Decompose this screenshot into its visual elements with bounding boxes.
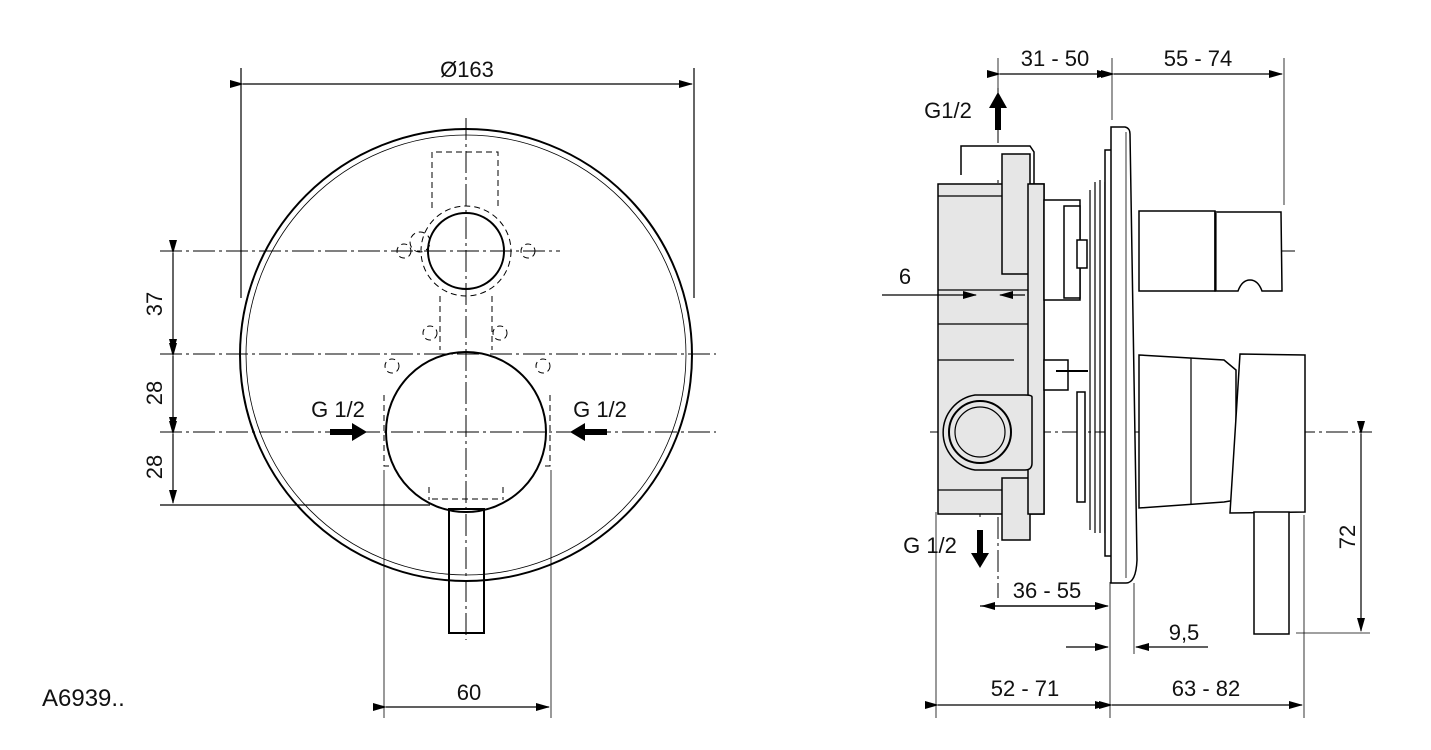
diameter-label: Ø163 xyxy=(440,57,494,82)
dim-63-82-label: 63 - 82 xyxy=(1172,676,1241,701)
outlet-down-arrow-icon xyxy=(971,530,989,568)
inlet-right-arrow-icon xyxy=(570,423,607,441)
rosette-side xyxy=(1110,126,1138,584)
diverter-knob xyxy=(1138,210,1216,292)
offset-37-label: 37 xyxy=(142,292,167,316)
dim-72-label: 72 xyxy=(1335,525,1360,549)
dim-31-50-label: 31 - 50 xyxy=(1021,46,1090,71)
front-view: Ø163 37 28 28 G 1/2 G 1/2 60 xyxy=(142,57,716,718)
side-view: G1/2 31 - 50 55 - 74 6 G 1/2 36 - 55 9,5… xyxy=(882,46,1372,718)
inlet-right-label: G 1/2 xyxy=(573,397,627,422)
outlet-top-label: G1/2 xyxy=(924,98,972,123)
handle-side xyxy=(1138,354,1237,509)
lever-side xyxy=(1253,511,1290,635)
dim-9-5-label: 9,5 xyxy=(1169,620,1200,645)
outlet-bottom-label: G 1/2 xyxy=(903,533,957,558)
upper-port xyxy=(427,212,505,290)
dim-55-74-label: 55 - 74 xyxy=(1164,46,1233,71)
dim-52-71-label: 52 - 71 xyxy=(991,676,1060,701)
offset-28-upper-label: 28 xyxy=(142,381,167,405)
lever xyxy=(448,508,485,634)
handle-knob xyxy=(385,351,547,513)
outlet-up-arrow-icon xyxy=(989,92,1007,130)
dim-36-55-label: 36 - 55 xyxy=(1013,578,1082,603)
inlet-left-arrow-icon xyxy=(330,423,367,441)
width-60-label: 60 xyxy=(457,680,481,705)
offset-28-lower-label: 28 xyxy=(142,455,167,479)
dim-6-label: 6 xyxy=(899,264,911,289)
product-code: A6939.. xyxy=(42,685,125,712)
inlet-left-label: G 1/2 xyxy=(311,397,365,422)
